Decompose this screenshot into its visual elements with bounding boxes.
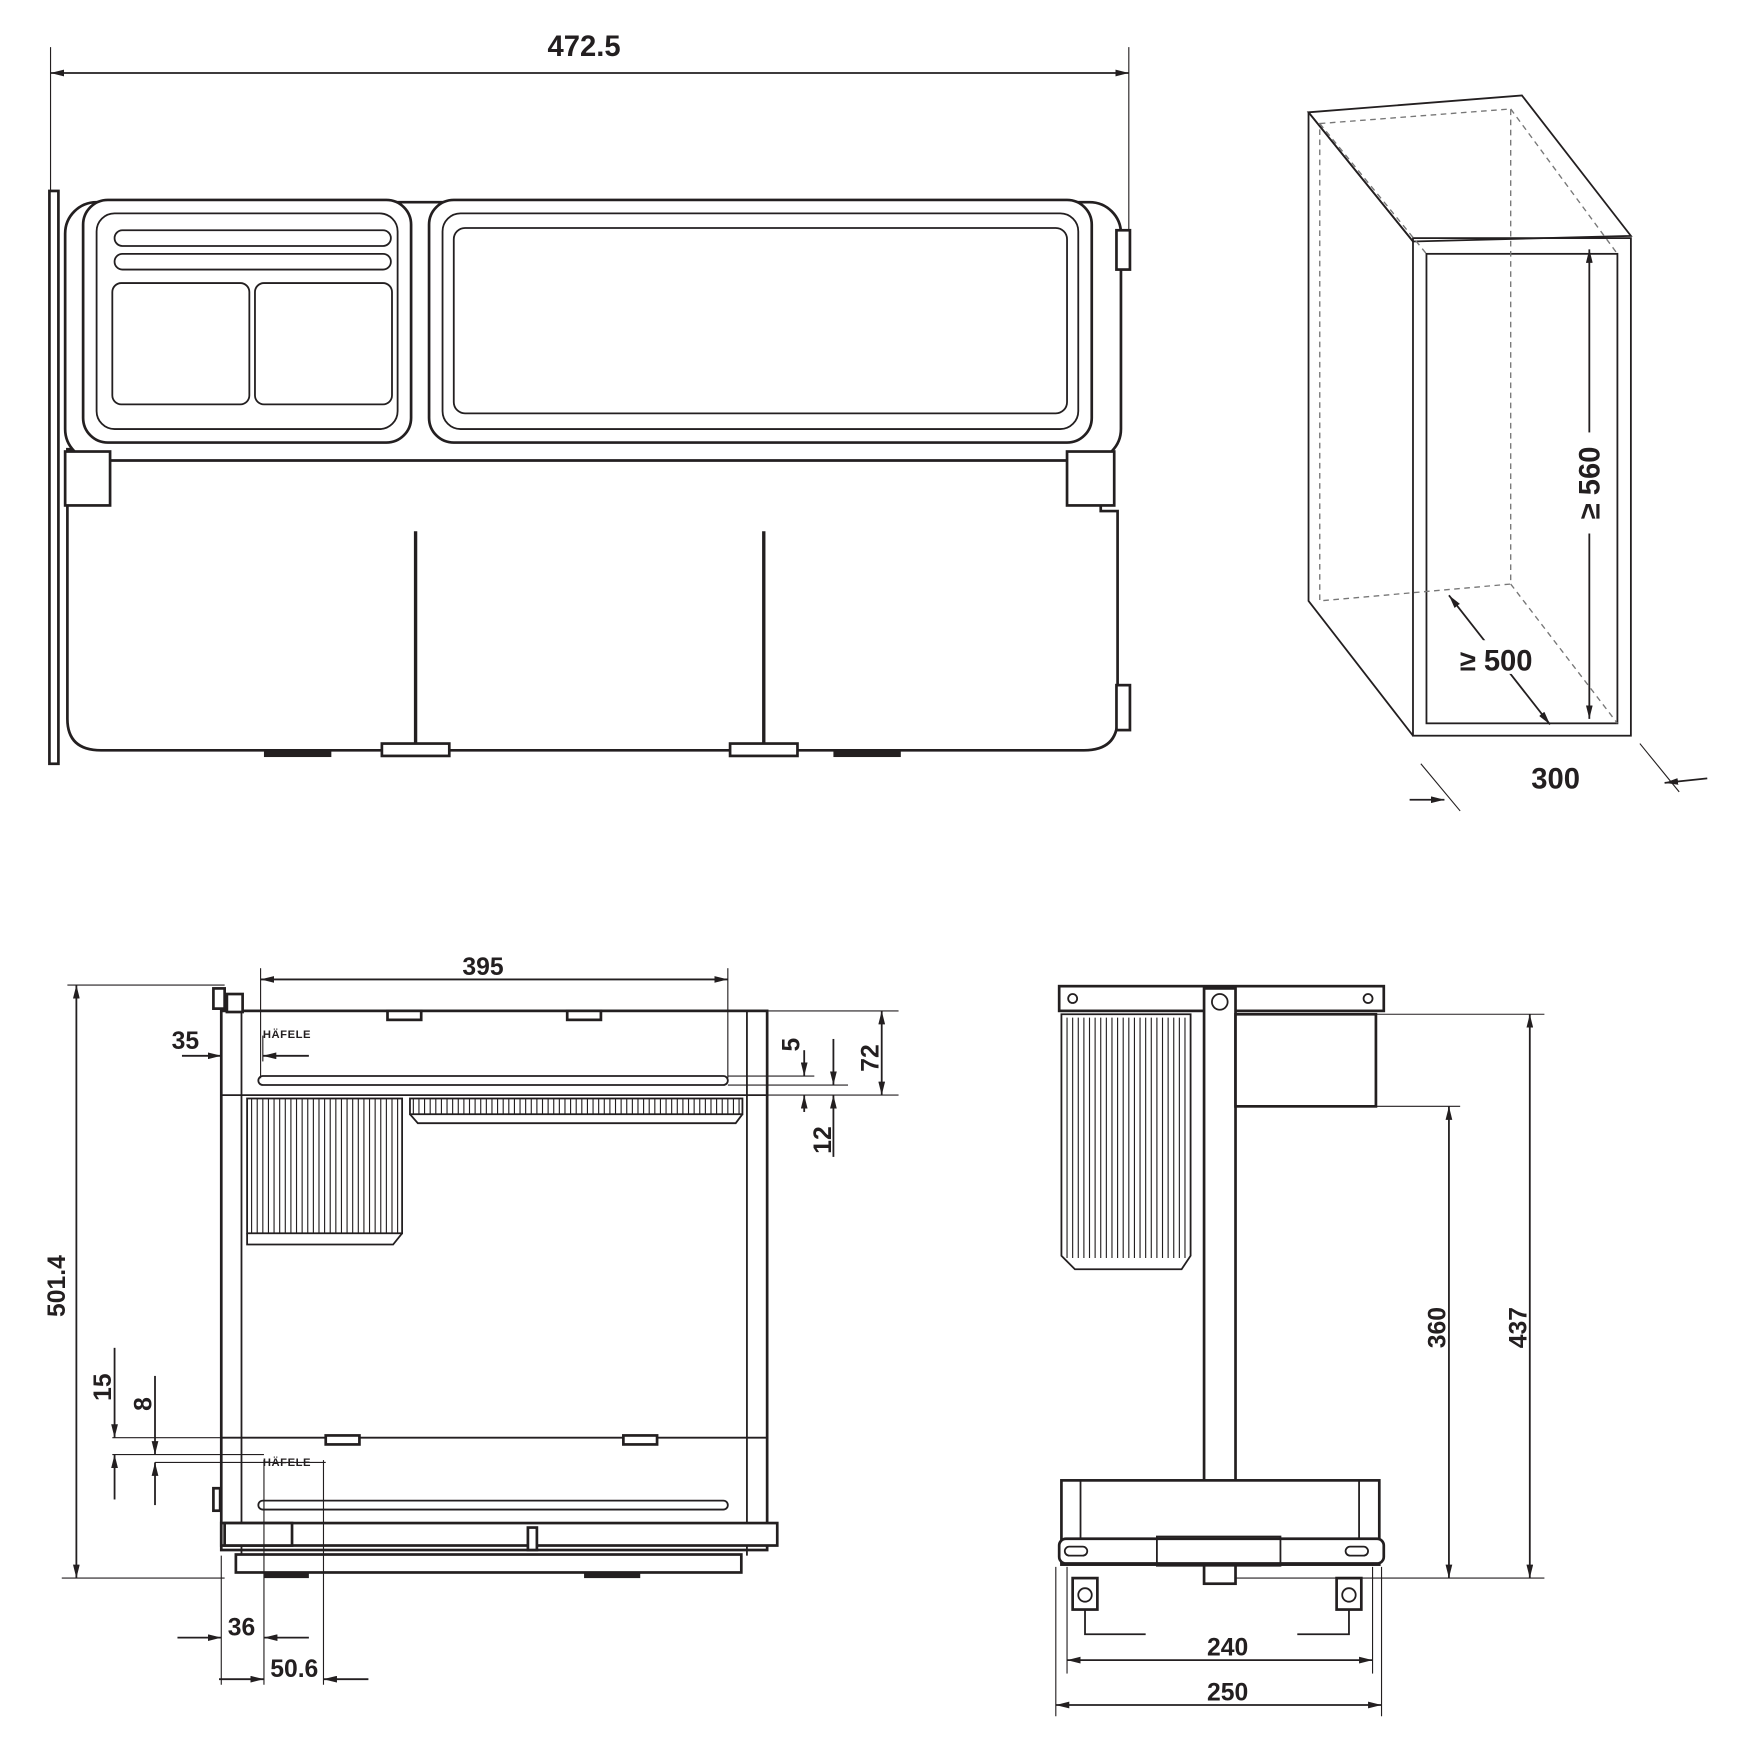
small-bin-1 [111,282,251,406]
dim-label-300: 300 [1531,763,1580,795]
upper-box [1234,1012,1378,1108]
dim-label-12: 12 [810,1126,837,1153]
dim-label-500: ≥ 500 [1460,646,1533,678]
dim-label-5: 5 [779,1037,806,1051]
left-bin-outer [81,198,413,444]
dim-label-250: 250 [1207,1680,1248,1707]
dim-label-360: 360 [1425,1307,1452,1348]
top-view: 472.5 [48,31,1132,766]
small-bin-2 [254,282,393,406]
side-view: 360 437 240 250 [1055,984,1545,1717]
dim-label-50-6: 50.6 [270,1656,318,1683]
dim-label-501-4: 501.4 [44,1255,71,1317]
bin-left-ribs [251,1098,399,1234]
hinge-left [63,450,112,507]
dim-label-437: 437 [1505,1307,1532,1348]
front-plate [48,189,60,766]
frame [219,1009,769,1552]
hinge-right [1065,450,1116,507]
dim-label-8: 8 [131,1397,158,1411]
wheel-left [1071,1576,1146,1636]
dim-label-472-5: 472.5 [548,31,621,63]
brand-logo-top: HÄFELE [263,1028,311,1041]
cabinet-front [1412,237,1632,737]
dim-label-395: 395 [462,954,503,981]
bin-right-ribs [412,1098,740,1115]
cabinet-view: ≥ 560 ≥ 500 300 [1306,94,1708,812]
dim-label-36: 36 [228,1614,255,1641]
wheel-right [1297,1576,1363,1636]
dim-label-15: 15 [90,1373,117,1401]
front-view: HÄFELE HÄFELE 395 35 [44,954,899,1685]
dim-label-72: 72 [857,1044,884,1071]
dim-label-35: 35 [172,1028,200,1055]
tray-body [66,447,1119,752]
bin-side-ribs [1066,1017,1186,1258]
dim-label-560: ≥ 560 [1574,447,1606,520]
dim-label-240: 240 [1207,1635,1248,1662]
right-bin-outer [427,198,1094,444]
